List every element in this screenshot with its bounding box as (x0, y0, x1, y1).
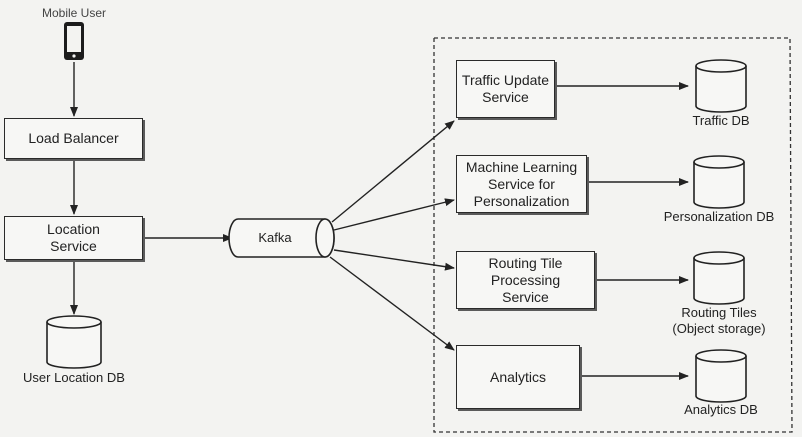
routing-tiles-db-icon (693, 251, 745, 305)
arrow-kafka-to-routing (333, 249, 455, 271)
kafka-label: Kafka (258, 230, 292, 245)
location-service-box: Location Service (4, 216, 143, 260)
analytics-db-icon (695, 349, 747, 403)
analytics-db-label: Analytics DB (684, 402, 758, 417)
load-balancer-label: Load Balancer (28, 130, 119, 146)
personalization-db-icon (693, 155, 745, 209)
ml-line2: Service for (488, 175, 555, 192)
kafka-queue-icon (228, 218, 335, 258)
smartphone-icon (64, 22, 84, 60)
routing-line1: Routing Tile (488, 254, 563, 271)
arrow-kafka-to-ml (333, 198, 455, 231)
ml-line1: Machine Learning (465, 158, 578, 175)
traffic-update-line2: Service (482, 89, 529, 105)
traffic-update-line1: Traffic Update (461, 72, 550, 88)
ml-line3: Personalization (473, 192, 570, 209)
ml-personalization-service-box: Machine Learning Service for Personaliza… (456, 155, 587, 213)
user-location-db-label: User Location DB (23, 370, 125, 385)
traffic-update-service-box: Traffic Update Service (456, 60, 555, 118)
routing-tiles-label-line2: (Object storage) (672, 321, 766, 336)
routing-line3: Service (502, 288, 549, 305)
service-boundary (433, 37, 793, 433)
load-balancer-box: Load Balancer (4, 118, 143, 159)
analytics-service-box: Analytics (456, 345, 580, 409)
routing-tile-service-box: Routing Tile Processing Service (456, 251, 595, 309)
arrow-kafka-to-analytics (329, 256, 455, 351)
personalization-db-label: Personalization DB (663, 209, 775, 224)
location-service-line2: Service (50, 238, 97, 254)
routing-line2: Processing (490, 271, 561, 288)
traffic-db-label: Traffic DB (692, 113, 750, 128)
mobile-user-label: Mobile User (41, 6, 107, 20)
location-service-line1: Location (47, 221, 100, 237)
arrow-kafka-to-traffic (331, 120, 455, 223)
user-location-db-icon (46, 315, 102, 369)
routing-tiles-label-line1: Routing Tiles (681, 305, 757, 320)
analytics-label: Analytics (489, 368, 547, 385)
traffic-db-icon (695, 59, 747, 113)
